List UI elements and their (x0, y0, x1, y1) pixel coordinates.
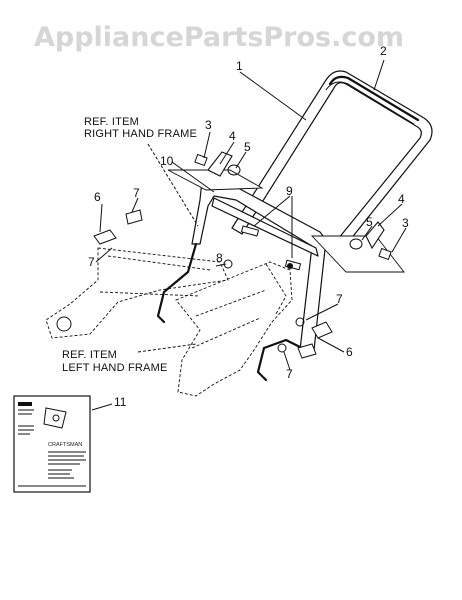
callout-8: 8 (216, 251, 223, 265)
washer-right (349, 238, 363, 250)
mounting-plates (167, 169, 405, 273)
callout-1: 1 (236, 59, 243, 73)
callout-3-left: 3 (205, 118, 212, 132)
callout-9: 9 (286, 184, 293, 198)
callouts: 1 2 3 4 5 10 9 4 5 3 6 7 7 8 7 6 7 11 (88, 44, 409, 409)
bolt-left (194, 153, 208, 167)
ref-right-frame-line2: RIGHT HAND FRAME (84, 128, 197, 140)
callout-2: 2 (380, 44, 387, 58)
carriage-bolt-right (311, 321, 333, 339)
manual-brand: CRAFTSMAN (48, 442, 82, 448)
ref-labels: REF. ITEM RIGHT HAND FRAME REF. ITEM LEF… (62, 116, 197, 374)
washer-left (227, 164, 241, 176)
callout-11: 11 (114, 395, 127, 409)
callout-6-right: 6 (346, 345, 353, 359)
ref-left-frame-line1: REF. ITEM (62, 349, 117, 361)
callout-6-left: 6 (94, 190, 101, 204)
right-hand-frame (45, 247, 229, 339)
ref-left-frame-line2: LEFT HAND FRAME (62, 362, 167, 374)
carriage-bolt-left-2 (125, 209, 143, 225)
callout-4-right: 4 (398, 192, 405, 206)
callout-5-right: 5 (366, 215, 373, 229)
callout-10: 10 (160, 154, 174, 168)
watermark-text: AppliancePartsPros.com (34, 22, 404, 53)
bolt-right (378, 247, 392, 261)
hardware (93, 151, 392, 359)
locknut-2 (277, 343, 287, 353)
owners-manual: CRAFTSMAN (13, 395, 91, 493)
callout-7-lower: 7 (286, 367, 293, 381)
callout-7-left: 7 (88, 255, 95, 269)
callout-4-left: 4 (229, 129, 236, 143)
carriage-bolt-left (93, 229, 117, 245)
carriage-bolt-right-2 (297, 343, 317, 359)
ref-right-frame-line1: REF. ITEM (84, 116, 139, 128)
callout-7-right: 7 (336, 292, 343, 306)
grip-sleeve (328, 75, 420, 122)
leader-lines (91, 59, 407, 411)
callout-3-right: 3 (402, 216, 409, 230)
locknut (295, 317, 305, 327)
left-hand-frame (175, 261, 293, 397)
callout-7-upper: 7 (133, 186, 140, 200)
callout-5-left: 5 (244, 140, 251, 154)
knob-right (365, 221, 385, 250)
